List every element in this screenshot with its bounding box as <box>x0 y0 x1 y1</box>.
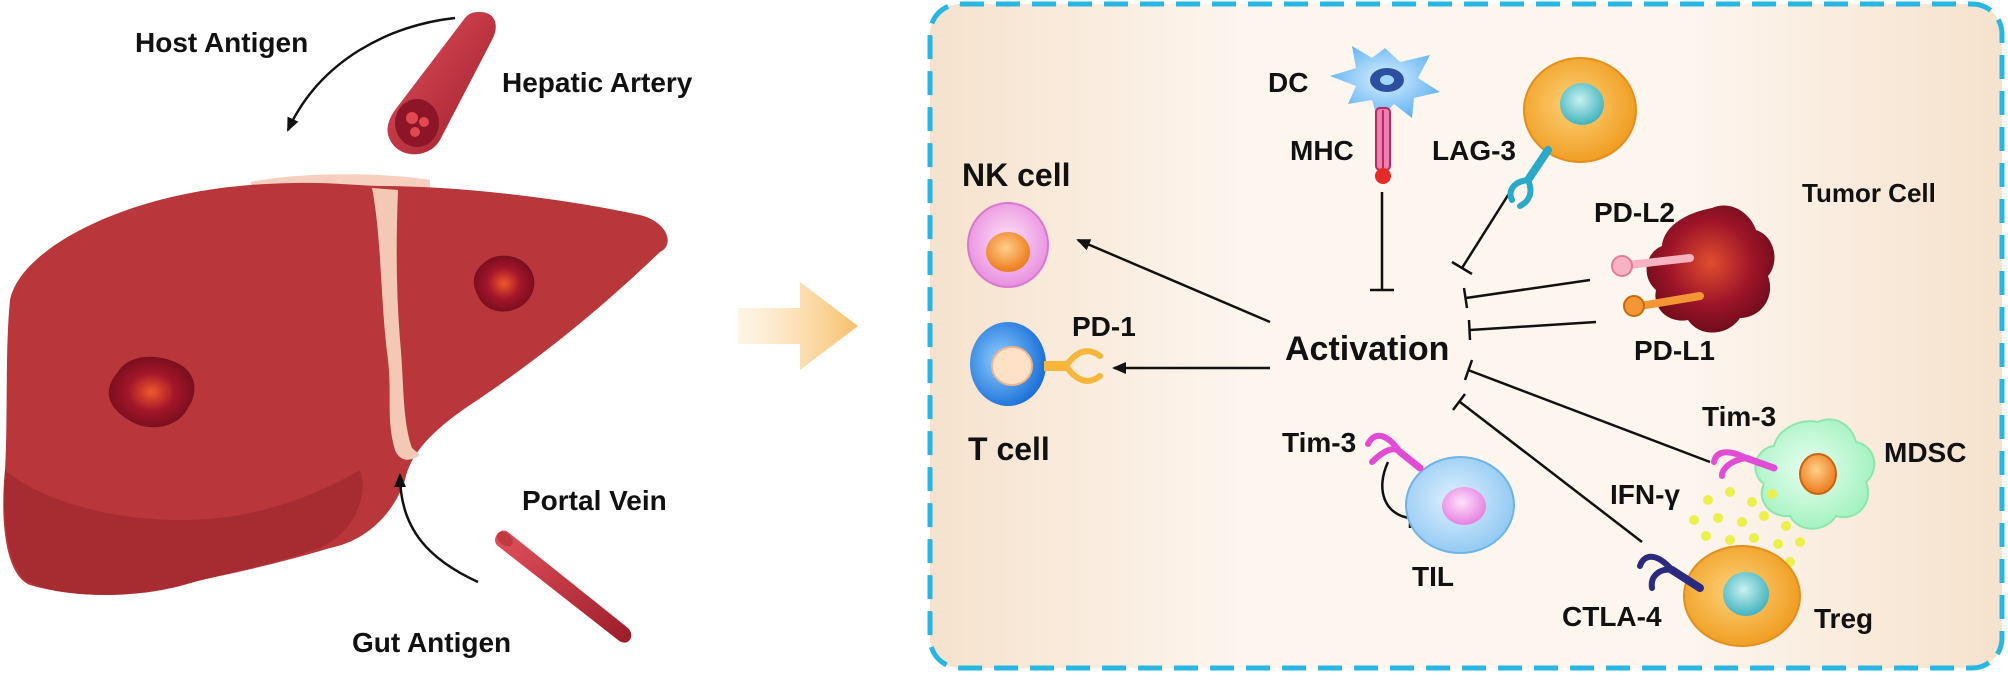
pd1-label: PD-1 <box>1072 311 1136 342</box>
activation-label: Activation <box>1285 330 1449 368</box>
lag3-label: LAG-3 <box>1432 135 1516 166</box>
gut-antigen-label: Gut Antigen <box>352 627 511 658</box>
t-cell <box>970 322 1046 406</box>
tumor-microenvironment-panel <box>927 1 2005 671</box>
pd1-receptor <box>1044 348 1103 384</box>
host-antigen-arrow <box>286 16 456 132</box>
mdsc-label: MDSC <box>1884 437 1966 468</box>
lag3-cell <box>1523 57 1637 163</box>
ctla4-label: CTLA-4 <box>1562 601 1662 632</box>
pdl1-label: PD-L1 <box>1634 335 1715 366</box>
portal-vein <box>495 530 632 643</box>
nk-cell-label: NK cell <box>962 157 1070 193</box>
portal-vein-label: Portal Vein <box>522 485 667 516</box>
tumor-cell-label: Tumor Cell <box>1802 178 1936 208</box>
pdl2-label: PD-L2 <box>1594 197 1675 228</box>
gut-antigen-arrow <box>394 473 479 584</box>
nk-cell <box>967 202 1049 288</box>
liver-lower-lobe <box>4 470 363 595</box>
arrow-to-nk <box>1076 238 1271 324</box>
tim3-mdsc-label: Tim-3 <box>1702 401 1776 432</box>
pdl2-ligand <box>1611 254 1694 277</box>
tim3-receptor-til <box>1365 432 1424 472</box>
mhc-label: MHC <box>1290 135 1354 166</box>
tim3-receptor-mdsc <box>1711 449 1778 479</box>
host-antigen-label: Host Antigen <box>135 27 308 58</box>
treg-label: Treg <box>1814 603 1873 634</box>
hepatic-artery <box>387 12 496 155</box>
inhibition-lines <box>1370 191 1711 543</box>
pdl1-ligand <box>1623 292 1704 317</box>
lag3-receptor <box>1507 146 1552 209</box>
transition-arrow <box>738 282 858 370</box>
til-label: TIL <box>1412 561 1454 592</box>
tim3-til-label: Tim-3 <box>1282 427 1356 458</box>
til-cell <box>1405 456 1515 554</box>
liver-lesion-right <box>473 255 535 312</box>
treg-cell <box>1683 545 1801 647</box>
dendritic-cell <box>1330 46 1440 120</box>
mdsc-cell <box>1754 418 1876 530</box>
mhc-molecule <box>1375 107 1391 184</box>
ctla4-receptor <box>1637 553 1704 592</box>
liver-fissure <box>372 188 420 460</box>
t-cell-label: T cell <box>968 431 1050 467</box>
liver-lesion-left <box>108 356 195 428</box>
hepatic-artery-label: Hepatic Artery <box>502 67 693 98</box>
ifn-gamma-label: IFN-γ <box>1610 479 1680 510</box>
dc-label: DC <box>1268 67 1308 98</box>
liver-section <box>3 174 668 596</box>
